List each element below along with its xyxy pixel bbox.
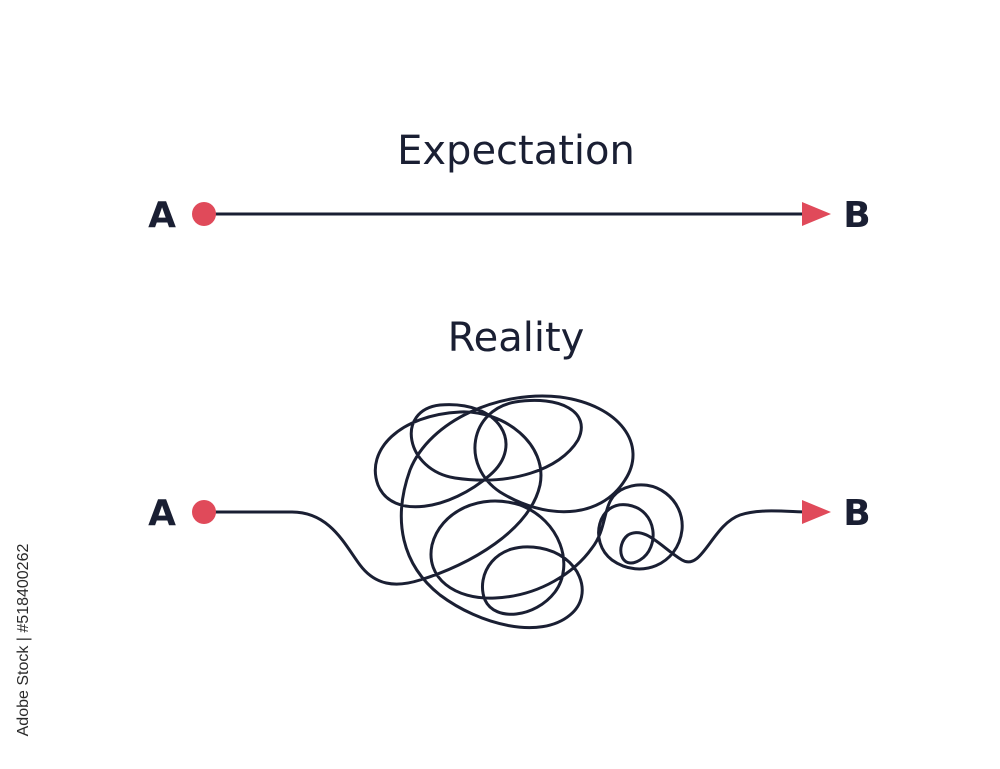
expectation-section: Expectation A B bbox=[148, 128, 871, 236]
expectation-arrowhead-icon bbox=[802, 202, 831, 226]
reality-end-label: B bbox=[843, 493, 870, 534]
reality-tangled-path bbox=[203, 394, 810, 630]
reality-heading: Reality bbox=[448, 315, 585, 361]
reality-section: Reality A B bbox=[148, 315, 871, 630]
expectation-start-label: A bbox=[148, 195, 176, 236]
reality-arrowhead-icon bbox=[802, 500, 831, 524]
reality-start-dot bbox=[192, 500, 216, 524]
expectation-end-label: B bbox=[843, 195, 870, 236]
expectation-heading: Expectation bbox=[397, 128, 635, 174]
reality-start-label: A bbox=[148, 493, 176, 534]
watermark-text: Adobe Stock | #518400262 bbox=[15, 544, 32, 737]
expectation-start-dot bbox=[192, 202, 216, 226]
